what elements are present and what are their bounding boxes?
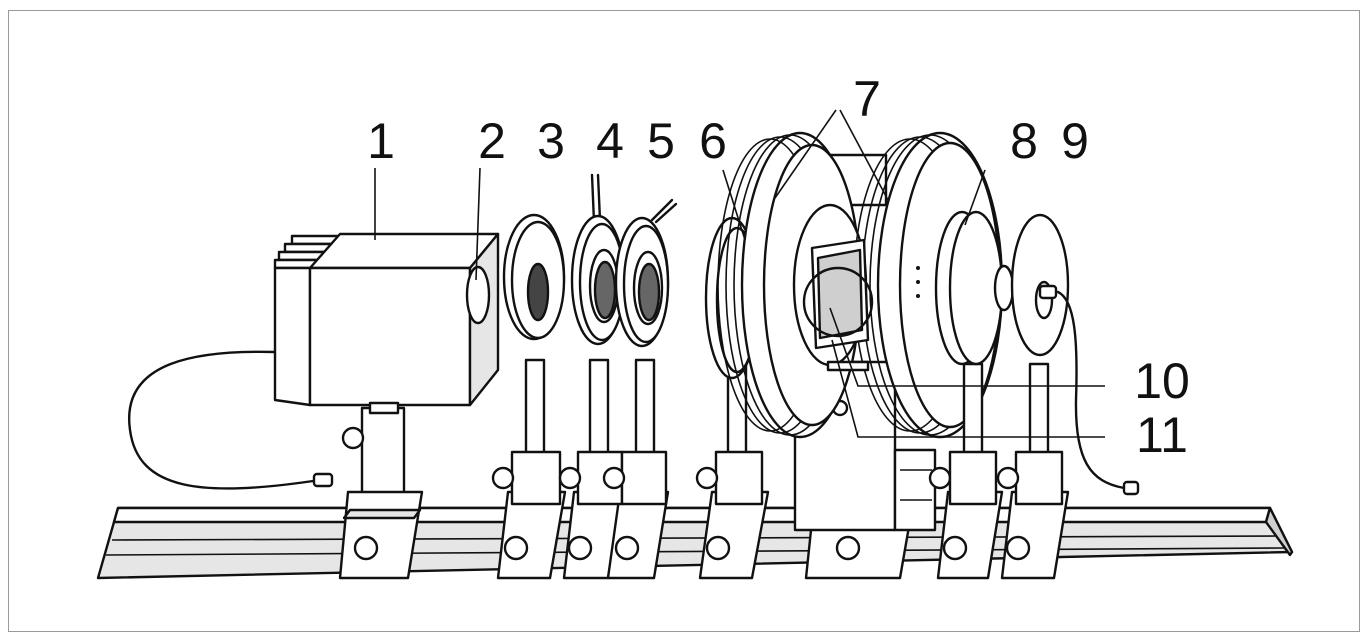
label-8: 8 xyxy=(1010,113,1038,169)
label-6: 6 xyxy=(699,113,727,169)
label-2: 2 xyxy=(478,113,506,169)
image-frame xyxy=(8,10,1360,632)
photodetector xyxy=(996,213,1140,506)
label-4: 4 xyxy=(596,113,624,169)
rail-carriers xyxy=(338,490,1070,580)
part-labels: 1 2 3 4 5 6 7 8 9 10 11 xyxy=(367,71,1190,463)
label-10: 10 xyxy=(1134,353,1190,409)
polarizer-element xyxy=(558,173,626,506)
leader-lines xyxy=(374,109,1105,438)
label-9: 9 xyxy=(1061,113,1089,169)
light-source-lamp-housing xyxy=(127,232,500,505)
aperture-diaphragm xyxy=(491,213,566,506)
label-3: 3 xyxy=(537,113,565,169)
label-1: 1 xyxy=(367,113,395,169)
analyzer-element xyxy=(602,198,678,506)
label-11: 11 xyxy=(1136,407,1188,463)
optical-rail xyxy=(96,506,1294,580)
label-7: 7 xyxy=(853,71,881,127)
label-5: 5 xyxy=(647,113,675,169)
electromagnet xyxy=(717,131,1004,532)
collimator-lens xyxy=(934,210,1015,506)
